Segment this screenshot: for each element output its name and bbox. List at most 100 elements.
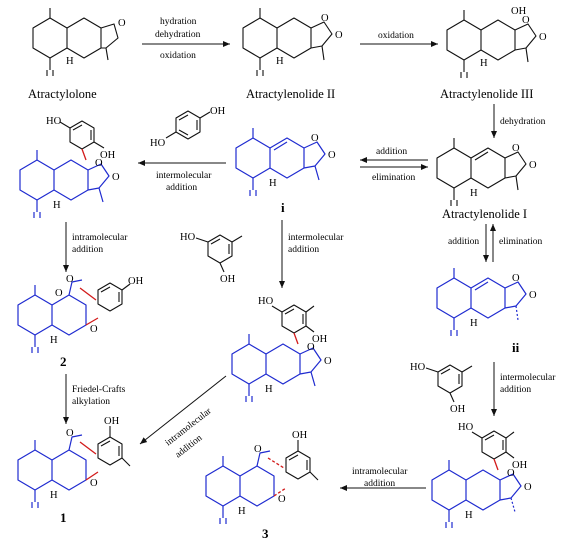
atractylenolide-ii-structure: H O O [242, 8, 343, 76]
reaction-label: addition [376, 147, 407, 157]
atractylenolide-iii-name: Atractylenolide III [440, 87, 533, 101]
o-label: O [95, 158, 103, 169]
hydroquinone-adduct-structure: HO OH H O O [19, 116, 120, 218]
atractylenolide-iii-structure: OH H O O [446, 6, 547, 78]
reaction-label: dehydration [500, 117, 546, 127]
o-label: O [278, 494, 286, 505]
h-label: H [238, 506, 246, 517]
oh-label: OH [511, 6, 527, 17]
reaction-label: intermolecular [500, 373, 556, 383]
h-label: H [265, 384, 273, 395]
oh-label: OH [220, 274, 236, 285]
o-label: O [90, 324, 98, 335]
reaction-label: addition [500, 385, 531, 395]
reaction-label: Friedel-Crafts [72, 384, 126, 395]
reaction-label: elimination [499, 237, 543, 247]
h-label: H [66, 56, 74, 67]
oh-label: OH [512, 460, 528, 471]
reaction-label: intermolecular [288, 233, 344, 243]
o-label: O [512, 273, 520, 284]
o-label: O [324, 356, 332, 367]
h-label: H [470, 318, 478, 329]
intermediate-i-label: i [281, 200, 285, 215]
h-label: H [470, 188, 478, 199]
ho-label: HO [150, 138, 166, 149]
methylhydroquinone-structure-a: HO OH [180, 232, 243, 285]
reaction-label: oxidation [160, 51, 196, 61]
ho-label: HO [180, 232, 196, 243]
atractylenolide-i-structure: H O O [436, 138, 537, 206]
compound-3-label: 3 [262, 526, 269, 541]
h-label: H [480, 58, 488, 69]
compound-2-label: 2 [60, 354, 67, 369]
compound-3-structure: O OH O H [205, 430, 319, 524]
methylhydroquinone-adduct-b-structure: HO OH H O O [431, 422, 532, 528]
oh-label: OH [292, 430, 308, 441]
atractylolone-name: Atractylolone [28, 87, 97, 101]
h-label: H [50, 335, 58, 346]
oh-label: OH [210, 106, 226, 117]
reaction-label: elimination [372, 173, 416, 183]
h-label: H [50, 490, 58, 501]
reaction-label: dehydration [155, 30, 201, 40]
o-label: O [118, 18, 126, 29]
reaction-label: addition [166, 183, 197, 193]
reaction-label: addition [364, 479, 395, 489]
arrow-middle-adduct-to-1 [139, 375, 227, 445]
oh-label: OH [100, 150, 116, 161]
o-label: O [66, 428, 74, 439]
h-label: H [276, 56, 284, 67]
compound-1-label: 1 [60, 510, 67, 525]
o-label: O [512, 143, 520, 154]
oh-label: OH [128, 276, 144, 287]
o-label: O [321, 13, 329, 24]
o-label: O [522, 15, 530, 26]
intermediate-ii-label: ii [512, 340, 520, 355]
methylhydroquinone-adduct-a-structure: HO OH H O O [231, 296, 332, 402]
hydroquinone-structure: OH HO [150, 106, 226, 149]
reaction-label: intramolecular [72, 233, 128, 243]
h-label: H [53, 200, 61, 211]
reaction-label: hydration [160, 17, 197, 27]
atractylenolide-i-name: Atractylenolide I [442, 207, 527, 221]
ho-label: HO [458, 422, 474, 433]
o-label: O [90, 478, 98, 489]
ho-label: HO [410, 362, 426, 373]
o-label: O [507, 468, 515, 479]
reaction-label: intermolecular [156, 171, 212, 181]
reaction-label: addition [448, 237, 479, 247]
oh-label: OH [312, 334, 328, 345]
o-label: O [529, 160, 537, 171]
atractylenolide-ii-name: Atractylenolide II [246, 87, 335, 101]
compound-2-structure: O O OH O H [17, 274, 144, 353]
intermediate-i-structure: H O O [235, 128, 336, 196]
h-label: H [269, 178, 277, 189]
reaction-label: addition [288, 245, 319, 255]
o-label: O [311, 133, 319, 144]
oh-label: OH [450, 404, 466, 415]
compound-1-structure: O OH O H [17, 416, 131, 508]
o-label: O [254, 444, 262, 455]
o-label: O [539, 32, 547, 43]
reaction-label: oxidation [378, 31, 414, 41]
intermediate-ii-structure: H O O [436, 268, 537, 336]
o-label: O [328, 150, 336, 161]
reaction-label: addition [72, 245, 103, 255]
ho-label: HO [46, 116, 62, 127]
h-label: H [465, 510, 473, 521]
o-label: O [307, 342, 315, 353]
reaction-label: alkylation [72, 397, 110, 407]
o-label: O [529, 290, 537, 301]
reaction-label: intramolecular [352, 467, 408, 477]
o-label: O [112, 172, 120, 183]
methylhydroquinone-structure-b: HO OH [410, 362, 473, 415]
atractylolone-structure: H O [32, 8, 126, 76]
o-label: O [524, 482, 532, 493]
o-label: O [66, 274, 74, 285]
o-label: O [335, 30, 343, 41]
oh-label: OH [104, 416, 120, 427]
o-label: O [55, 288, 63, 299]
ho-label: HO [258, 296, 274, 307]
